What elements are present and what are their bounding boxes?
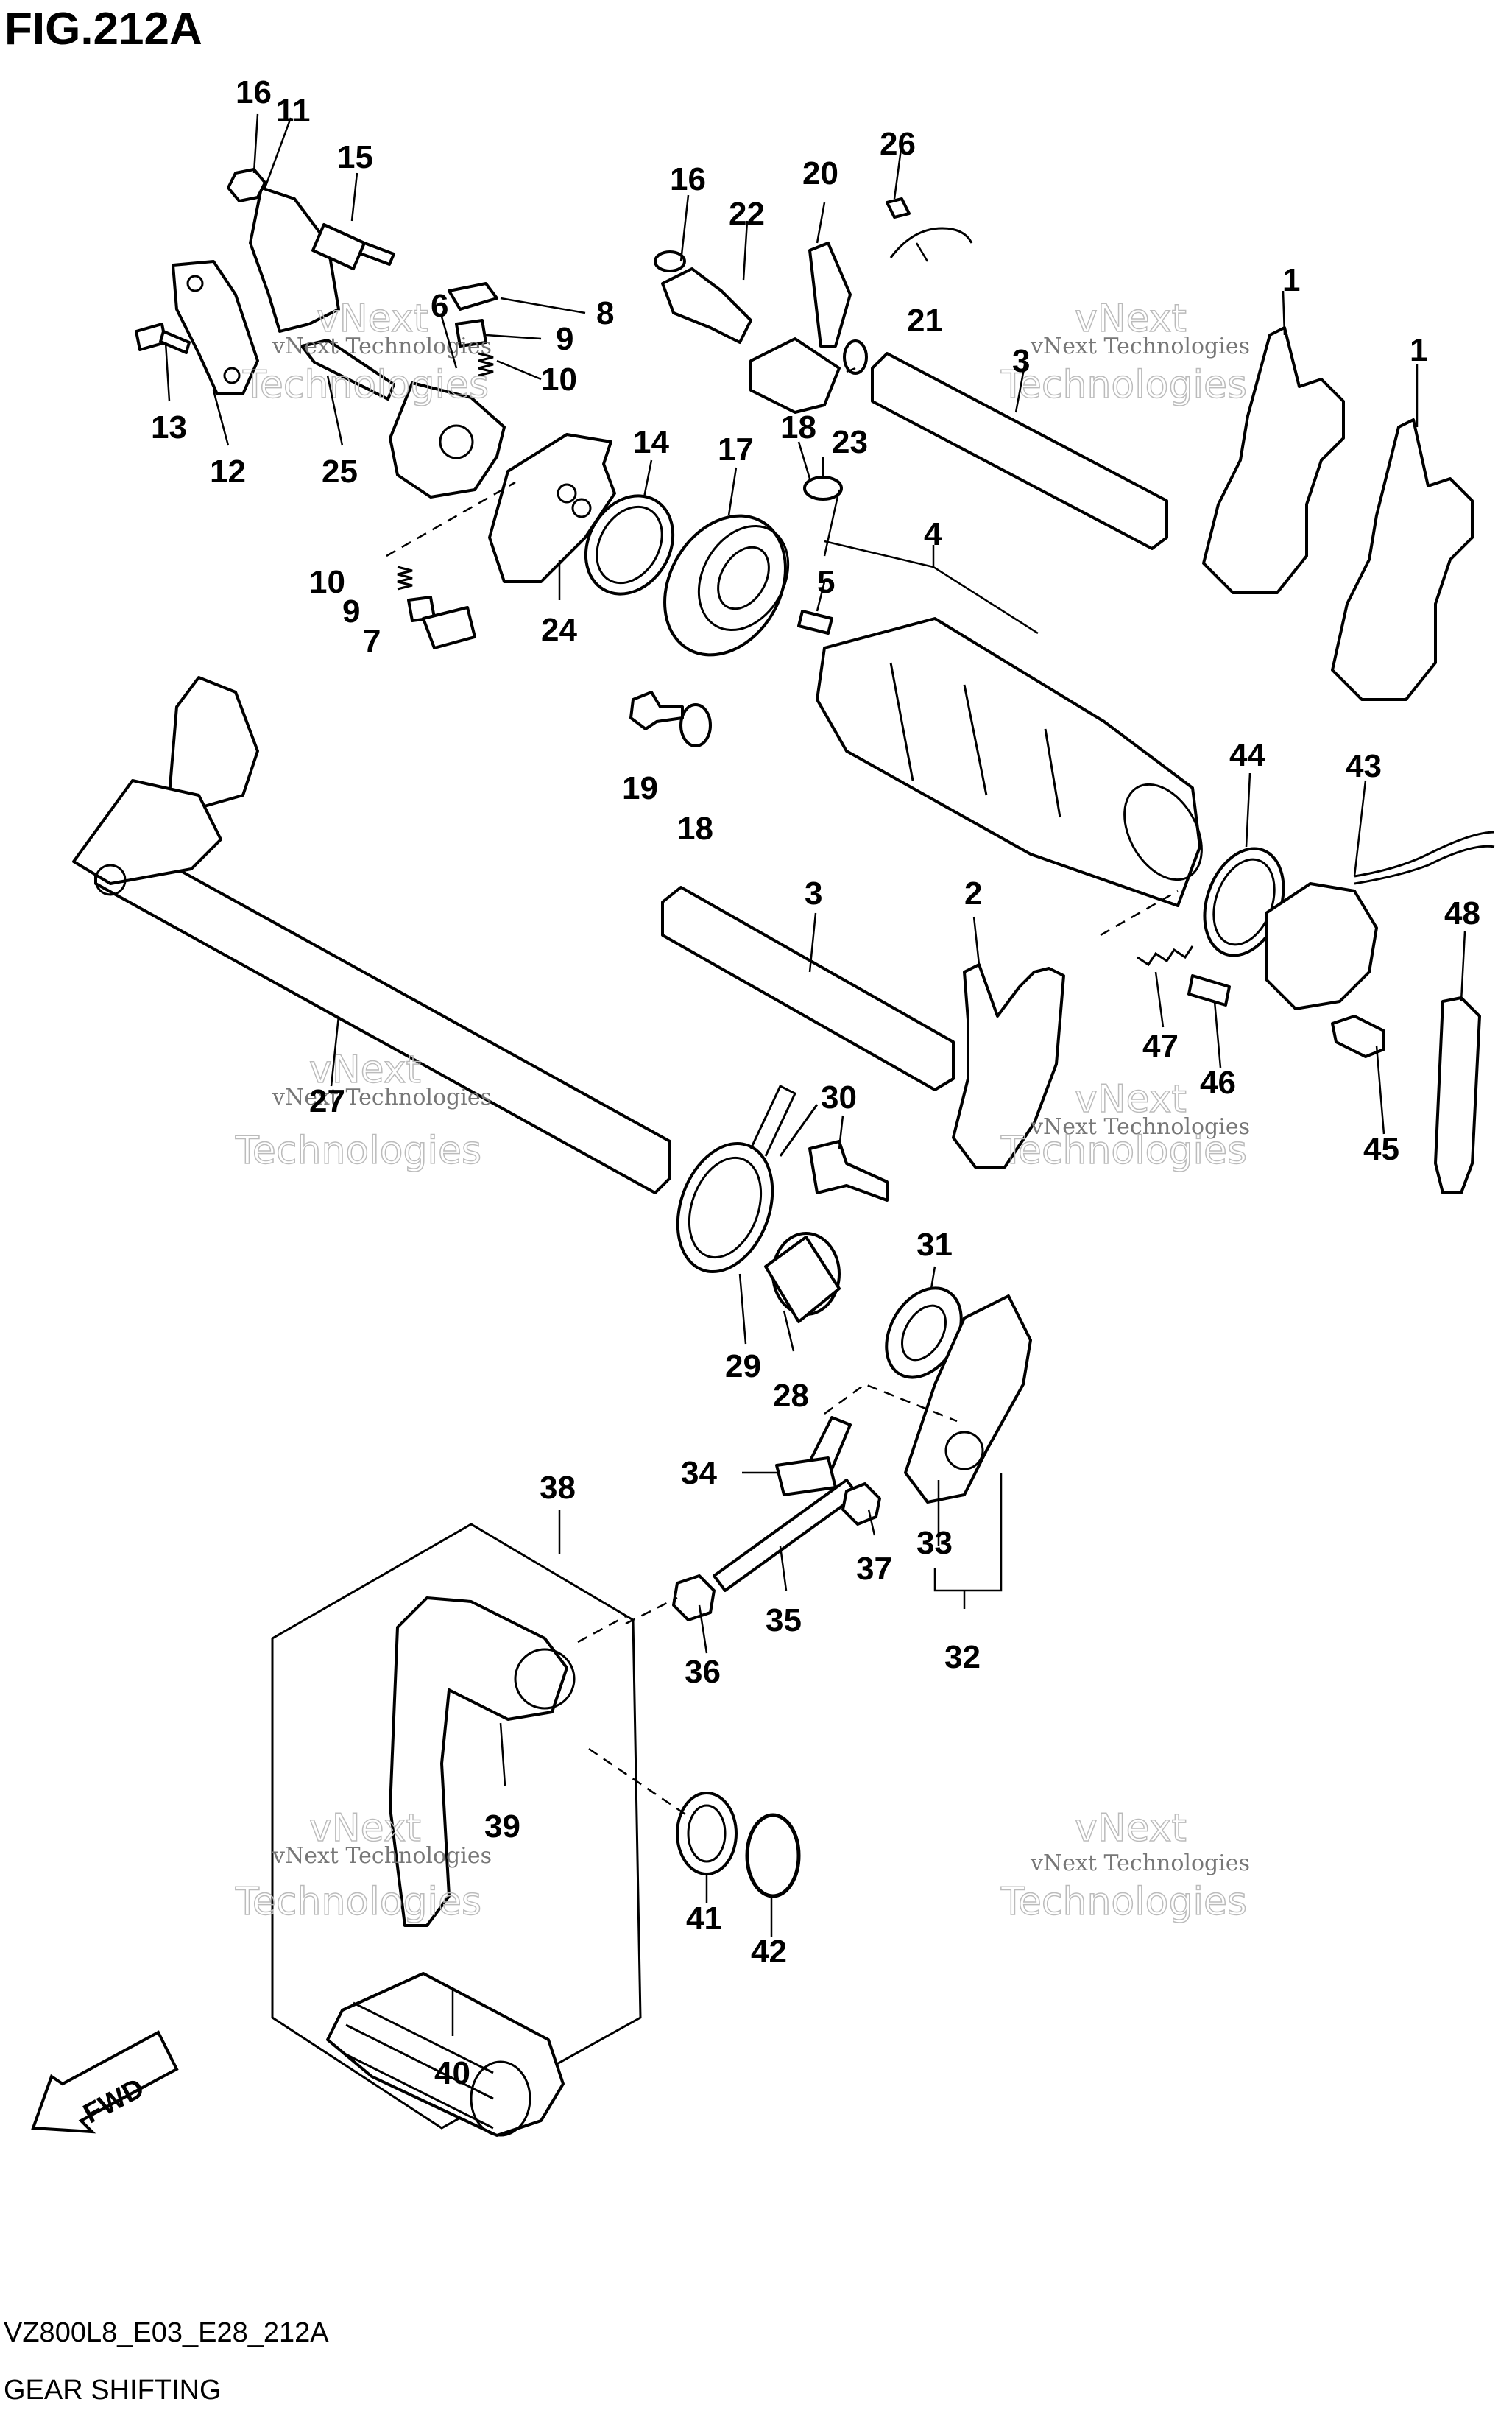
- callout-27: 27: [309, 1083, 345, 1119]
- callout-26: 26: [880, 126, 916, 162]
- callout-6: 6: [431, 288, 448, 324]
- callout-47: 47: [1142, 1028, 1179, 1064]
- callout-41: 41: [686, 1901, 722, 1937]
- callout-4: 4: [924, 516, 942, 552]
- callout-9: 9: [342, 593, 360, 630]
- callout-37: 37: [856, 1551, 892, 1587]
- callout-40: 40: [434, 2055, 470, 2091]
- watermark-text: vNext Technologies: [272, 1843, 492, 1869]
- part-gearshift-arm: [904, 1294, 1032, 1504]
- callout-34: 34: [681, 1455, 717, 1491]
- watermark-text: Technologies: [1000, 363, 1247, 407]
- callout-31: 31: [916, 1227, 953, 1263]
- callout-44: 44: [1229, 737, 1265, 773]
- watermark-text: vNext Technologies: [1030, 1850, 1250, 1876]
- part-cam-gear: [389, 381, 506, 499]
- callout-1: 1: [1410, 332, 1427, 368]
- figure-code: VZ800L8_E03_E28_212A: [4, 2317, 329, 2348]
- part-shift-fork-1a: [1202, 326, 1345, 594]
- callout-3: 3: [1012, 343, 1030, 379]
- callout-9: 9: [556, 321, 573, 357]
- callout-10: 10: [309, 564, 345, 600]
- part-gear-position-switch: [1265, 882, 1378, 1010]
- callout-7: 7: [363, 623, 381, 659]
- callout-42: 42: [751, 1934, 787, 1970]
- callout-17: 17: [718, 431, 754, 468]
- watermark-text: vNext: [1075, 1077, 1187, 1121]
- part-shift-fork-1b: [1331, 418, 1474, 701]
- callout-43: 43: [1346, 748, 1382, 784]
- part-gearshift-link-rod: [713, 1479, 859, 1592]
- part-plate: [172, 260, 259, 395]
- callout-25: 25: [322, 454, 358, 490]
- watermark-text: vNext: [317, 297, 428, 341]
- watermark-text: vNext: [1075, 1806, 1187, 1850]
- callout-10: 10: [541, 362, 577, 398]
- watermark-text: Technologies: [235, 1129, 481, 1173]
- watermark-text: vNext: [1075, 297, 1187, 341]
- callout-20: 20: [802, 155, 838, 191]
- callout-36: 36: [685, 1654, 721, 1690]
- callout-18: 18: [677, 811, 713, 847]
- part-gear-shift-cam: [816, 617, 1201, 907]
- callout-5: 5: [817, 564, 835, 600]
- watermark-text: Technologies: [242, 363, 489, 407]
- callout-16: 16: [670, 161, 706, 197]
- part-footrest-rubber: [326, 1972, 565, 2137]
- assembly-dash-lines: [386, 481, 1179, 1820]
- watermark-text: vNext Technologies: [272, 334, 492, 359]
- callout-12: 12: [210, 454, 246, 490]
- part-shift-fork-2: [952, 963, 1065, 1169]
- callout-32: 32: [944, 1639, 981, 1675]
- watermark-text: Technologies: [1000, 1129, 1247, 1173]
- part-fork-shaft-lower: [661, 886, 955, 1091]
- callout-3: 3: [805, 876, 822, 912]
- callout-21: 21: [907, 303, 943, 339]
- callout-45: 45: [1363, 1131, 1399, 1167]
- callout-labels: 1 1 2 3 3 4 5 6 7 8 9 9 10 10 11 12 13 1…: [151, 74, 1480, 2091]
- part-clamp: [1434, 996, 1481, 1194]
- watermark-text: vNext Technologies: [1030, 334, 1250, 359]
- callout-39: 39: [484, 1808, 520, 1845]
- callout-22: 22: [729, 196, 765, 232]
- watermark-text: vNext Technologies: [1030, 1114, 1250, 1140]
- leader-lines: [164, 113, 1466, 2036]
- callout-16: 16: [236, 74, 272, 110]
- watermark-text: vNext: [309, 1048, 421, 1092]
- callout-14: 14: [633, 424, 669, 460]
- callout-15: 15: [337, 139, 373, 175]
- watermark-text: vNext: [309, 1806, 421, 1850]
- callout-29: 29: [725, 1348, 761, 1384]
- part-stopper-plate: [249, 186, 340, 333]
- callout-2: 2: [964, 876, 982, 912]
- part-fork-shaft-upper: [871, 352, 1168, 550]
- callout-8: 8: [596, 295, 614, 331]
- watermark-text: vNext Technologies: [272, 1085, 492, 1110]
- parts-artwork: [72, 168, 1495, 2137]
- callout-46: 46: [1200, 1065, 1236, 1101]
- figure-title: FIG.212A: [4, 4, 202, 54]
- callout-24: 24: [541, 612, 577, 648]
- callout-1: 1: [1282, 262, 1300, 298]
- callout-23: 23: [832, 424, 868, 460]
- callout-19: 19: [622, 770, 658, 806]
- fwd-arrow: FWD: [31, 2030, 179, 2134]
- callout-28: 28: [773, 1378, 809, 1414]
- callout-38: 38: [540, 1470, 576, 1506]
- callout-13: 13: [151, 409, 187, 445]
- callout-11: 11: [276, 93, 311, 129]
- callout-18: 18: [780, 409, 816, 445]
- callout-35: 35: [766, 1602, 802, 1638]
- watermark-text: Technologies: [235, 1880, 481, 1924]
- part-gearshift-shaft: [168, 676, 259, 811]
- callout-48: 48: [1444, 895, 1480, 931]
- part-gearshift-lever: [389, 1596, 568, 1927]
- watermark-text: Technologies: [1000, 1880, 1247, 1924]
- callout-33: 33: [916, 1525, 953, 1561]
- figure-subtitle: GEAR SHIFTING: [4, 2375, 222, 2406]
- watermark-group: vNext Technologies vNext Technologies vN…: [234, 296, 1250, 1925]
- callout-30: 30: [821, 1079, 857, 1116]
